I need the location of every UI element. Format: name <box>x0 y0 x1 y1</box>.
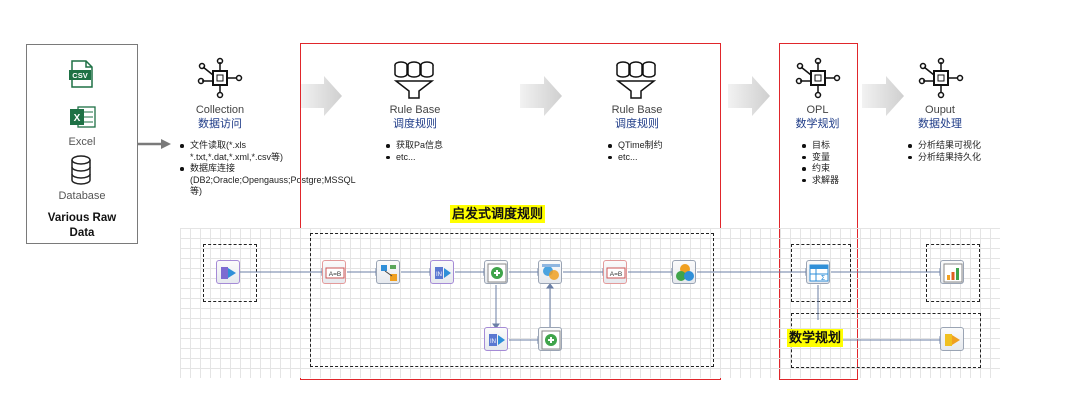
csv-label: CSV <box>72 71 87 80</box>
opl-model-node[interactable]: Σ <box>806 260 830 284</box>
stage-rule-base-1-header: Rule Base 调度规则 <box>375 104 455 131</box>
flow-chevron-1 <box>300 76 342 116</box>
rule-base-funnel-icon <box>615 61 657 99</box>
stage-rule-base-1-bullets: 获取Pa信息 etc... <box>384 140 496 163</box>
list-item: etc... <box>608 152 718 164</box>
export-output-node[interactable] <box>940 327 964 351</box>
math-programming-label: 数学规划 <box>787 329 844 347</box>
excel-label: Excel <box>68 136 96 148</box>
csv-file-icon: CSV <box>69 60 93 88</box>
rule-base-funnel-icon <box>393 61 435 99</box>
list-item: QTime制约 <box>608 140 718 152</box>
stage-rule-base-2-bullets: QTime制约 etc... <box>606 140 718 163</box>
svg-text:IN: IN <box>436 272 442 278</box>
list-item: 分析结果持久化 <box>908 152 1018 164</box>
stage-collection-bullets: 文件读取(*.xls *.txt,*.dat,*.xml,*.csv等) 数据库… <box>178 140 356 198</box>
stage-output-header: Ouput 数据处理 <box>900 104 980 131</box>
add-rule-node-2[interactable] <box>538 327 562 351</box>
list-item: 获取Pa信息 <box>386 140 496 152</box>
output-node-group-1 <box>926 244 980 302</box>
stage-rule-base-1-cn: 调度规则 <box>393 118 437 130</box>
stage-opl-header: OPL 数学规划 <box>779 104 856 131</box>
list-item: 求解器 <box>802 175 868 187</box>
stage-rule-base-2-cn: 调度规则 <box>615 118 659 130</box>
workflow-canvas-grid <box>180 228 1000 378</box>
add-rule-node[interactable] <box>484 260 508 284</box>
collection-chip-icon <box>197 57 243 99</box>
join-node-2[interactable]: IN <box>484 327 508 351</box>
chart-output-node[interactable] <box>940 260 964 284</box>
svg-text:IN: IN <box>490 339 496 345</box>
opl-frame <box>779 43 858 380</box>
raw-to-collection-arrow <box>137 139 171 149</box>
join-node[interactable]: IN <box>430 260 454 284</box>
cluster-node[interactable] <box>672 260 696 284</box>
list-item: 文件读取(*.xls *.txt,*.dat,*.xml,*.csv等) <box>180 140 312 163</box>
database-label: Database <box>58 190 106 202</box>
list-item: 变量 <box>802 152 868 164</box>
stage-opl-cn: 数学规划 <box>795 118 840 130</box>
heuristic-rules-frame <box>300 43 721 380</box>
stage-collection-en: Collection <box>195 104 245 116</box>
list-item: 约束 <box>802 163 868 175</box>
opl-node-group <box>791 244 851 302</box>
stage-collection-header: Collection 数据访问 <box>180 104 260 131</box>
raw-data-title-line1: Various Raw <box>47 212 117 224</box>
flow-chevron-4 <box>862 76 904 116</box>
stage-output-cn: 数据处理 <box>918 118 962 130</box>
svg-text:Σ: Σ <box>821 274 825 282</box>
list-item: 目标 <box>802 140 868 152</box>
list-item: etc... <box>386 152 496 164</box>
heuristic-rules-label: 启发式调度规则 <box>450 205 546 223</box>
assign-node-label: A=B <box>329 271 341 278</box>
database-icon <box>71 155 91 185</box>
input-node-group <box>203 244 257 302</box>
assign-node[interactable]: A=B <box>322 260 346 284</box>
stage-opl-bullets: 目标 变量 约束 求解器 <box>800 140 868 186</box>
flow-chevron-3 <box>728 76 770 116</box>
list-item: 分析结果可视化 <box>908 140 1018 152</box>
stage-rule-base-2-en: Rule Base <box>611 104 663 116</box>
svg-text:X: X <box>74 113 81 124</box>
stage-collection-cn: 数据访问 <box>198 118 242 130</box>
stage-opl-en: OPL <box>806 104 829 116</box>
stage-rule-base-2-header: Rule Base 调度规则 <box>597 104 677 131</box>
excel-icon: X <box>70 106 96 128</box>
raw-data-box: CSV X Excel Database Various Raw Data <box>26 44 138 244</box>
data-input-node[interactable] <box>216 260 240 284</box>
raw-data-title-line2: Data <box>69 227 95 239</box>
stage-output-en: Ouput <box>925 104 955 116</box>
flow-chevron-2 <box>520 76 562 116</box>
merge-node[interactable] <box>538 260 562 284</box>
heuristic-node-group <box>310 233 714 367</box>
transform-node[interactable] <box>376 260 400 284</box>
stage-rule-base-1-en: Rule Base <box>389 104 441 116</box>
output-chip-icon <box>918 57 964 99</box>
assign-node-2[interactable]: A=B <box>603 260 627 284</box>
assign-node-label: A=B <box>610 271 622 278</box>
list-item: 数据库连接(DB2;Oracle;Opengauss;Postgre;MSSQL… <box>180 163 356 196</box>
stage-output-bullets: 分析结果可视化 分析结果持久化 <box>906 140 1018 163</box>
opl-chip-icon <box>795 57 841 99</box>
